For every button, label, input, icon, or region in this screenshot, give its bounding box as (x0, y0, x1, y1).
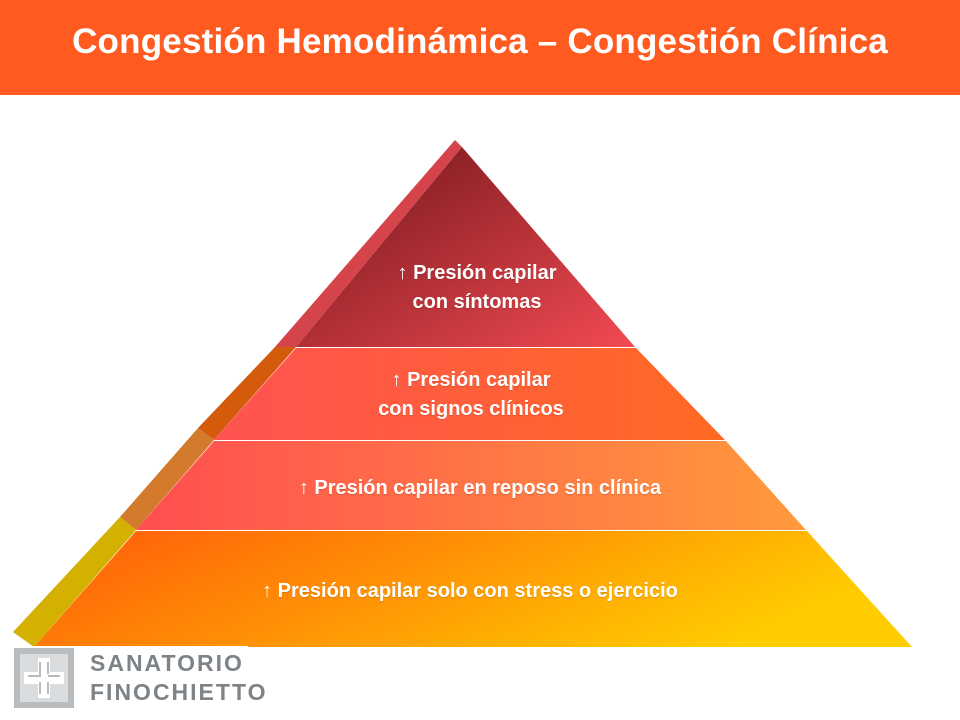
header-bar: Congestión Hemodinámica – Congestión Clí… (0, 0, 960, 95)
tier-2-label: ↑ Presión capilar con signos clínicos (336, 366, 606, 424)
logo-line-2: FINOCHIETTO (90, 679, 268, 705)
sanatorio-logo: SANATORIO FINOCHIETTO (10, 646, 268, 710)
tier-4-label: ↑ Presión capilar solo con stress o ejer… (200, 577, 740, 606)
tier-1-label-line-1: ↑ Presión capilar (397, 262, 557, 284)
tier-1-label-line-2: con síntomas (412, 291, 542, 313)
tier-4-face (34, 531, 912, 647)
tier-2-label-line-1: ↑ Presión capilar (391, 369, 551, 391)
tier-1-face (296, 147, 635, 347)
logo-line-1: SANATORIO (90, 650, 244, 676)
tier-3-label-line-1: ↑ Presión capilar en reposo sin clínica (298, 477, 662, 499)
tier-2-side (198, 347, 296, 440)
tier-2-face (214, 348, 725, 440)
cross-emblem-icon (14, 648, 74, 708)
tier-2-label-line-2: con signos clínicos (378, 398, 564, 420)
tier-3-face (136, 441, 806, 530)
tier-3-label: ↑ Presión capilar en reposo sin clínica (240, 474, 720, 503)
tier-1-side (275, 140, 462, 347)
tier-3-side (120, 428, 214, 530)
tier-4-side (13, 517, 136, 647)
tier-4-label-line-1: ↑ Presión capilar solo con stress o ejer… (262, 580, 678, 602)
page-title: Congestión Hemodinámica – Congestión Clí… (72, 22, 888, 61)
tier-1-label: ↑ Presión capilar con síntomas (372, 259, 582, 317)
